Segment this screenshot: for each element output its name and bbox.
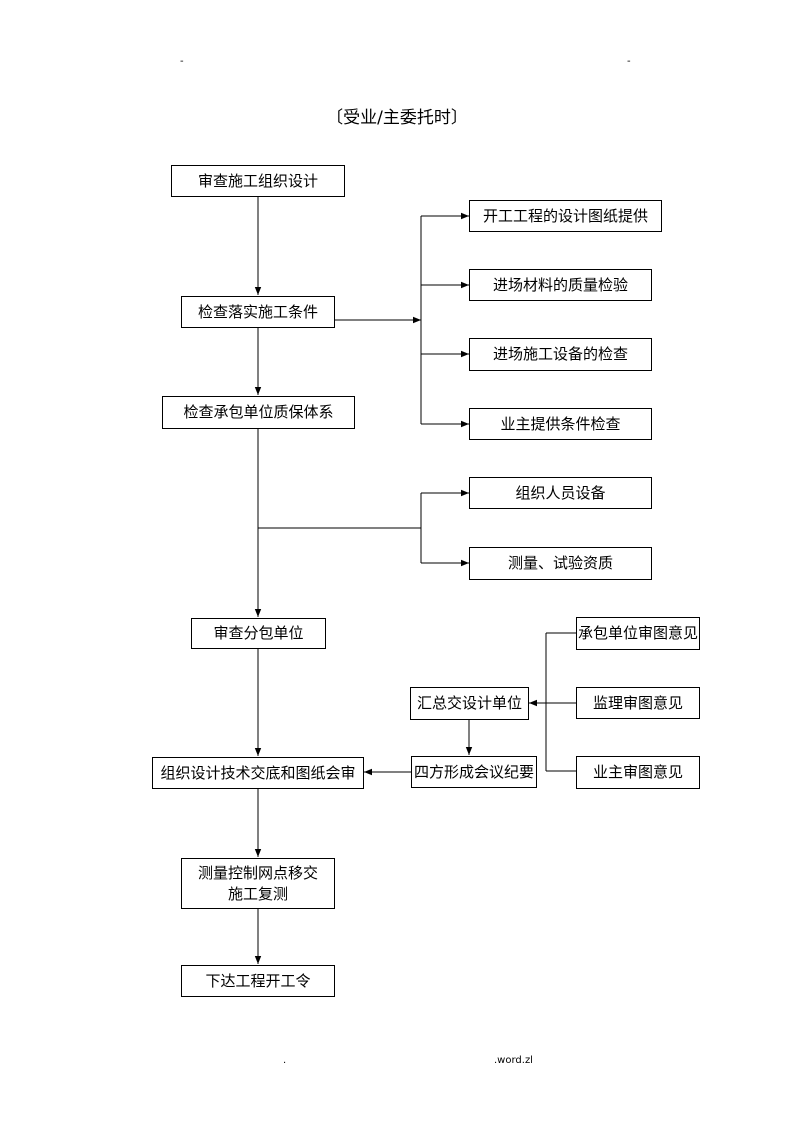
node-label: 监理审图意见	[592, 693, 683, 712]
node-label: 审查分包单位	[213, 624, 304, 642]
footer-right: .word.zl	[494, 1055, 533, 1066]
header-left-mark: -	[180, 56, 184, 67]
node-label-line1: 测量控制网点移交	[197, 863, 318, 882]
node-label: 组织设计技术交底和图纸会审	[160, 763, 356, 782]
node-summary-to-designer: 汇总交设计单位	[410, 687, 529, 720]
node-label: 进场施工设备的检查	[492, 345, 628, 363]
node-label: 业主审图意见	[592, 763, 683, 781]
node-owner-conditions: 业主提供条件检查	[469, 408, 652, 440]
node-label: 汇总交设计单位	[416, 694, 522, 712]
footer-left: .	[283, 1055, 287, 1066]
node-staff-equipment: 组织人员设备	[469, 477, 652, 509]
node-equipment-check: 进场施工设备的检查	[469, 338, 652, 371]
node-four-party-minutes: 四方形成会议纪要	[411, 756, 537, 788]
header-right-mark: -	[627, 56, 631, 67]
node-material-check: 进场材料的质量检验	[469, 269, 652, 301]
node-supervisor-opinion: 监理审图意见	[576, 687, 700, 719]
node-label: 承包单位审图意见	[577, 624, 698, 642]
node-owner-opinion: 业主审图意见	[576, 756, 700, 789]
node-check-qa-system: 检查承包单位质保体系	[162, 396, 355, 429]
node-review-design: 审查施工组织设计	[171, 165, 345, 197]
node-label: 业主提供条件检查	[500, 414, 621, 433]
node-tech-disclosure: 组织设计技术交底和图纸会审	[152, 757, 364, 789]
node-drawings-supply: 开工工程的设计图纸提供	[469, 200, 662, 232]
node-control-points: 测量控制网点移交 施工复测	[181, 858, 335, 909]
node-start-order: 下达工程开工令	[181, 965, 335, 997]
node-label: 检查落实施工条件	[197, 302, 318, 321]
node-label: 组织人员设备	[515, 483, 606, 502]
node-label: 审查施工组织设计	[197, 171, 318, 190]
node-check-conditions: 检查落实施工条件	[181, 296, 335, 328]
node-label: 检查承包单位质保体系	[183, 403, 334, 421]
node-label-line2: 施工复测	[227, 884, 288, 903]
node-label: 进场材料的质量检验	[492, 275, 628, 294]
node-label: 开工工程的设计图纸提供	[482, 206, 648, 225]
node-review-subcontractor: 审查分包单位	[191, 618, 326, 649]
node-label: 下达工程开工令	[205, 971, 311, 990]
node-label: 四方形成会议纪要	[413, 762, 534, 781]
node-survey-qualification: 测量、试验资质	[469, 547, 652, 580]
page-title: 〔受业/主委托时〕	[326, 108, 468, 128]
node-label: 测量、试验资质	[507, 554, 613, 572]
node-contractor-opinion: 承包单位审图意见	[576, 617, 700, 650]
